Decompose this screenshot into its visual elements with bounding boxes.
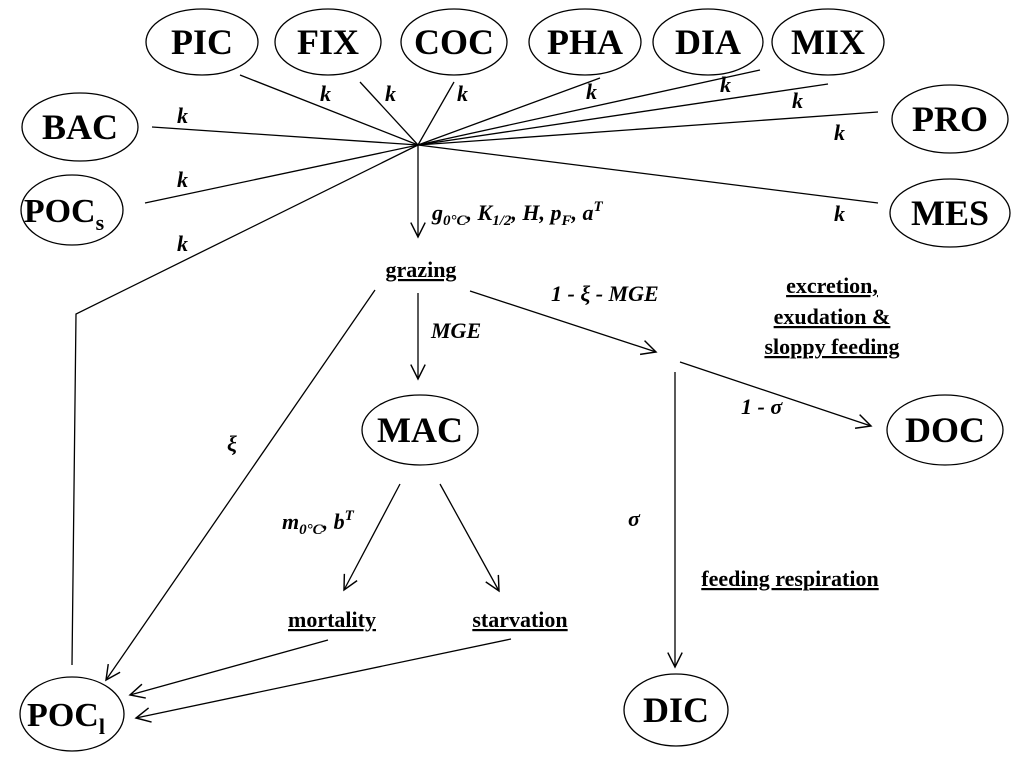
process-starvation: starvation (472, 607, 567, 632)
node-mix-label: MIX (791, 22, 865, 62)
link-pha (417, 77, 601, 146)
node-pocs: POCs (20, 174, 124, 246)
link-bac (151, 126, 419, 146)
k-label-coc: k (457, 81, 468, 106)
k-label-fix: k (385, 81, 396, 106)
arrow-mac-to-mortality (343, 483, 401, 592)
k-label-pocs: k (177, 167, 188, 192)
k-label-pha: k (586, 79, 597, 104)
node-pocs-label: POCs (24, 193, 105, 235)
node-pocl-label: POCl (27, 697, 105, 739)
node-pocl: POCl (19, 676, 125, 752)
process-excretion-line3: sloppy feeding (764, 334, 899, 359)
prey-links (71, 69, 879, 666)
node-mac: MAC (361, 394, 479, 466)
link-dia (417, 69, 761, 146)
edge-label-one-minus-xi-mge: 1 - ξ - MGE (551, 281, 659, 306)
node-fix-label: FIX (297, 22, 359, 62)
mortality-parameters: m0°C, bT (282, 508, 355, 538)
node-fix: FIX (274, 8, 382, 76)
k-label-pic: k (320, 81, 331, 106)
process-excretion-line1: excretion, (786, 273, 878, 298)
k-label-pro: k (834, 120, 845, 145)
node-coc-label: COC (414, 22, 494, 62)
node-dic: DIC (623, 673, 729, 747)
node-pic-label: PIC (171, 22, 233, 62)
node-bac-label: BAC (42, 107, 118, 147)
edge-label-sigma: σ (628, 506, 641, 531)
node-pha-label: PHA (547, 22, 623, 62)
arrow-excretion-to-doc (679, 361, 873, 429)
k-label-pocl: k (177, 231, 188, 256)
node-mes-label: MES (911, 193, 989, 233)
node-coc: COC (400, 8, 508, 76)
node-mix: MIX (771, 8, 885, 76)
node-pro-label: PRO (912, 99, 988, 139)
k-label-mix: k (792, 88, 803, 113)
process-mortality: mortality (288, 607, 376, 632)
link-pocl (71, 144, 419, 666)
edge-label-xi: ξ (227, 431, 237, 456)
node-dia: DIA (652, 8, 764, 76)
edge-label-mge: MGE (430, 318, 481, 343)
k-label-dia: k (720, 72, 731, 97)
node-pic: PIC (145, 8, 259, 76)
link-fix (359, 81, 419, 146)
node-mac-label: MAC (377, 410, 463, 450)
arrow-grazing-to-pocl (105, 289, 376, 682)
link-pro (417, 111, 879, 146)
k-label-mes: k (834, 201, 845, 226)
link-mes (417, 144, 879, 204)
process-excretion-line2: exudation & (774, 304, 891, 329)
process-grazing: grazing (386, 257, 457, 282)
node-pro: PRO (891, 84, 1009, 154)
node-doc-label: DOC (905, 410, 985, 450)
node-pha: PHA (528, 8, 642, 76)
flow-arrows (105, 145, 873, 723)
arrow-mortality-to-pocl (128, 639, 329, 699)
link-pic (239, 74, 419, 146)
link-mix (417, 83, 829, 146)
link-pocs (144, 144, 419, 204)
node-dia-label: DIA (675, 22, 741, 62)
arrow-starvation-to-pocl (134, 638, 512, 723)
process-feeding-respiration: feeding respiration (701, 566, 878, 591)
node-bac: BAC (21, 92, 139, 162)
link-coc (417, 81, 455, 146)
node-dic-label: DIC (643, 690, 709, 730)
arrow-grazing-to-excretion (469, 290, 658, 356)
node-doc: DOC (886, 394, 1004, 466)
grazing-parameters: g0°C, K1/2, H, pF, aT (431, 199, 604, 229)
k-labels: k k k k k k k k k k k (177, 72, 845, 256)
k-label-bac: k (177, 103, 188, 128)
edge-label-one-minus-sigma: 1 - σ (741, 394, 783, 419)
arrow-mac-to-starvation (439, 483, 500, 593)
node-mes: MES (889, 178, 1011, 248)
